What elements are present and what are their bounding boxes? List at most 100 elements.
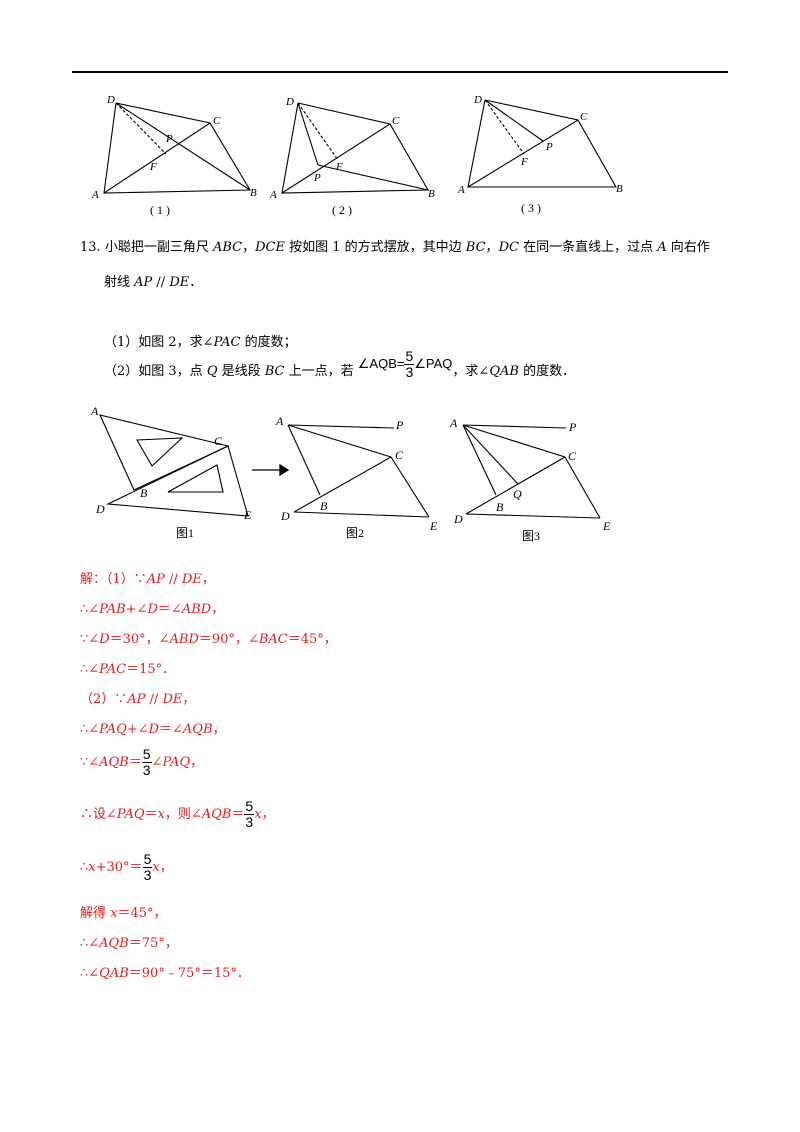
text: D — [99, 632, 110, 647]
text: ＝ — [128, 755, 142, 770]
denominator: 3 — [405, 364, 414, 381]
mid3-label-D: D — [453, 512, 463, 526]
text: （1）如图 2，求∠ — [104, 335, 214, 350]
fig3-label-B: B — [616, 183, 623, 195]
text: x — [254, 807, 262, 822]
mid3-label-C: C — [568, 449, 577, 463]
text: +30°＝ — [95, 860, 143, 875]
text: ＝75°， — [128, 936, 178, 951]
text: 在同一条直线上，过点 — [518, 240, 658, 255]
text: 向右作 — [666, 240, 710, 255]
numerator: 5 — [404, 348, 415, 366]
mid1-label-B: B — [140, 486, 148, 500]
text: 的度数； — [240, 335, 297, 350]
text: ∴ — [80, 860, 89, 875]
text: ， — [201, 572, 215, 587]
fig2-label-C: C — [392, 115, 400, 127]
text: AP — [146, 572, 165, 587]
text: ＝45°， — [287, 632, 337, 647]
text: PAB — [99, 602, 126, 617]
text: PAQ — [99, 722, 127, 737]
fig3-label-C: C — [580, 111, 588, 123]
text: AP — [127, 692, 146, 707]
text: ＝90°，∠ — [198, 632, 259, 647]
text: BC — [264, 364, 285, 379]
text: ， — [242, 240, 256, 255]
text: ＝ — [144, 807, 158, 822]
solution-line-5: （2）∵AP // DE， — [80, 688, 195, 707]
fig1-label-A: A — [91, 189, 99, 201]
mid2-label-B: B — [320, 499, 328, 513]
text: ＝90°﹣75°＝15°． — [128, 966, 250, 981]
problem-line-2: 射线 AP // DE． — [104, 271, 202, 290]
text: 小聪把一副三角尺 — [104, 240, 213, 255]
mid2-label-C: C — [395, 448, 404, 462]
text: ∴∠ — [80, 602, 100, 617]
mid1-label-A: A — [90, 404, 99, 418]
text: x — [152, 860, 160, 875]
text: DE — [169, 275, 190, 290]
text: QAB — [489, 364, 519, 379]
mid1-label-D: D — [95, 502, 105, 516]
top-figure-1 — [103, 102, 251, 194]
fig3-label-A: A — [457, 184, 465, 196]
mid2-label-P: P — [395, 418, 404, 432]
mid-figure-3 — [462, 424, 601, 519]
text: AQB — [201, 807, 232, 822]
text: // — [152, 275, 170, 290]
text: 的度数． — [518, 364, 576, 379]
header-rule — [72, 71, 728, 73]
text: 解得 — [80, 906, 111, 921]
mid-figure-1 — [99, 414, 249, 517]
fig1-label-C: C — [213, 115, 221, 127]
text: ， — [211, 602, 225, 617]
text: ， — [261, 807, 275, 822]
solution-line-11: ∴∠AQB＝75°， — [80, 932, 178, 951]
solution-line-2: ∴∠PAB+∠D＝∠ABD， — [80, 598, 224, 617]
text: AQB — [182, 722, 213, 737]
fig2-label-A: A — [269, 189, 277, 201]
mid3-label-A: A — [449, 416, 458, 430]
solution-line-12: ∴∠QAB＝90°﹣75°＝15°． — [80, 962, 250, 981]
text: ∵∠ — [80, 632, 100, 647]
text: ， — [182, 692, 196, 707]
text: BAC — [258, 632, 288, 647]
mid2-label-A: A — [275, 414, 284, 428]
text: ＝15°． — [126, 662, 176, 677]
text: ABD — [169, 632, 199, 647]
text: ∴∠ — [80, 662, 100, 677]
text: ． — [189, 275, 203, 290]
text: +∠ — [126, 722, 149, 737]
numerator: 5 — [244, 798, 255, 815]
denominator: 3 — [143, 867, 152, 883]
mid1-caption: 图1 — [176, 526, 194, 540]
fig3-label-D: D — [473, 94, 482, 106]
text: QAB — [99, 966, 129, 981]
text: PAC — [213, 335, 241, 350]
fig1-label-F: F — [149, 161, 157, 173]
text: ∵∠ — [80, 755, 100, 770]
solution-line-6: ∴∠PAQ+∠D＝∠AQB， — [80, 718, 226, 737]
mid1-label-C: C — [214, 434, 223, 448]
fig1-label-P: P — [165, 133, 173, 145]
text: AP — [134, 275, 153, 290]
text: ∴设∠ — [80, 807, 117, 822]
text: ，求∠ — [452, 364, 490, 379]
numerator: 5 — [141, 746, 152, 763]
text: // — [164, 572, 182, 587]
text: 是线段 — [217, 364, 265, 379]
text: DE — [162, 692, 183, 707]
text: Q — [206, 364, 218, 379]
text: AQB — [99, 936, 129, 951]
text: PAQ — [116, 807, 145, 822]
text: ， — [159, 860, 173, 875]
text: ， — [212, 722, 226, 737]
fig1-label-B: B — [250, 187, 257, 199]
